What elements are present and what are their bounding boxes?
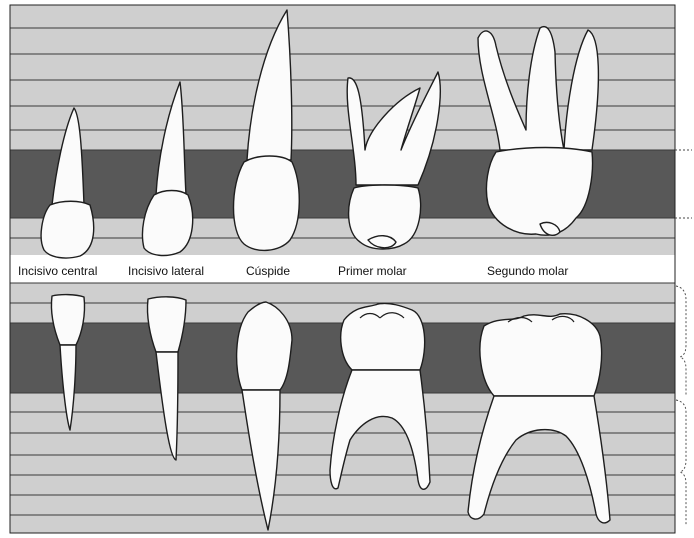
label-lateral-incisor: Incisivo lateral	[128, 264, 204, 278]
label-canine: Cúspide	[246, 264, 290, 278]
label-first-molar: Primer molar	[338, 264, 407, 278]
label-second-molar: Segundo molar	[487, 264, 568, 278]
upper-second-molar	[478, 27, 598, 236]
label-central-incisor: Incisivo central	[18, 264, 97, 278]
right-reference-marks	[675, 150, 692, 525]
